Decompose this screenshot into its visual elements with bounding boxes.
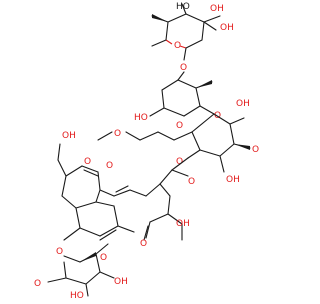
stereo-wedge bbox=[234, 144, 250, 150]
top-oh-b-label: OH bbox=[220, 23, 234, 33]
hydroxymethyl-oh-label: OH bbox=[62, 131, 76, 141]
ring-o-macro-label: O bbox=[140, 239, 147, 249]
top-sugar-ring bbox=[151, 3, 221, 61]
sugar-ome-label: O bbox=[34, 279, 41, 289]
sugar-o-link-label: O bbox=[56, 247, 63, 257]
link-o-2-label: O bbox=[176, 121, 183, 131]
sugar-oh-a-label: OH bbox=[114, 277, 128, 287]
stereo-wedge bbox=[152, 14, 168, 22]
molecule-diagram: O HO OH OH O O HO O OH O OH O bbox=[34, 2, 259, 301]
structure-svg: O HO OH OH O O HO O OH O OH O bbox=[34, 2, 259, 301]
oh-ring-r-label: OH bbox=[226, 175, 240, 185]
stereo-wedge bbox=[196, 80, 212, 88]
sugar-ring-o-label: O bbox=[100, 253, 107, 263]
macrolactone-ring bbox=[81, 157, 189, 241]
ome-macro-label: O bbox=[188, 177, 195, 187]
oh-mid-r-label: OH bbox=[236, 99, 250, 109]
sugar-ho-b-label: HO bbox=[70, 291, 84, 300]
top-ring-o-label: O bbox=[174, 41, 181, 51]
link-o-1-label: O bbox=[180, 63, 187, 73]
top-ho-label: HO bbox=[176, 2, 190, 12]
top-oh-a-label: OH bbox=[210, 4, 224, 14]
ome-mid-label: O bbox=[252, 145, 259, 155]
stereo-wedge bbox=[80, 252, 96, 262]
methoxypropyl-chain bbox=[97, 131, 193, 141]
second-sugar-ring bbox=[149, 79, 215, 117]
ring-o-label: O bbox=[176, 157, 183, 167]
ho-mid-label: HO bbox=[134, 113, 148, 123]
third-ring bbox=[187, 113, 251, 173]
methoxy-chain-o-label: O bbox=[114, 129, 121, 139]
oh-macro-label: OH bbox=[176, 219, 190, 229]
lactone-o-ester-label: O bbox=[106, 161, 113, 171]
lactone-o-carbonyl-label: O bbox=[84, 157, 91, 167]
left-ring-system bbox=[57, 143, 135, 241]
